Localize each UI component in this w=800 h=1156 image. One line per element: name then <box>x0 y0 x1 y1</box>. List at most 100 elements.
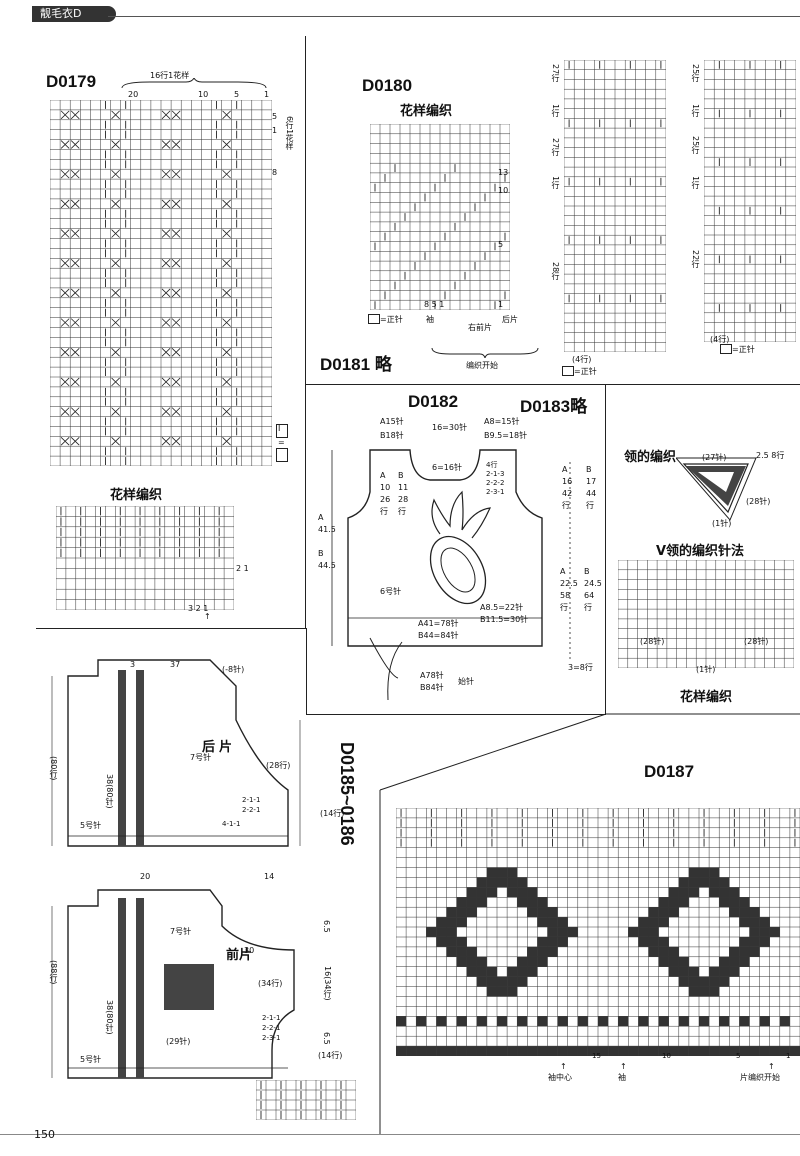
collar-bottom: (1针) <box>712 519 732 528</box>
right-num: 1 <box>498 300 504 309</box>
dec: 2-2-1 <box>262 1024 281 1032</box>
header-rule <box>108 16 800 17</box>
dim-a-left: A 10 26行 <box>380 471 391 516</box>
chart2-bottom: (4行) <box>572 355 592 364</box>
armhole: (14行) <box>318 1051 343 1060</box>
code-d0187: D0187 <box>644 762 695 781</box>
code-d0183: D0183略 <box>520 397 588 416</box>
top-num: 10 <box>198 90 209 99</box>
legend-blank-box <box>276 448 288 462</box>
chart3-bottom: (4行) <box>710 335 730 344</box>
dim-b-left: B 11 28行 <box>398 471 409 516</box>
row-label: 27行 <box>551 64 560 83</box>
row-label: 28行 <box>551 262 560 281</box>
legend-text: =正针 <box>380 315 403 324</box>
dim-b-right: B 24.5 64行 <box>584 567 602 612</box>
d0179-subtitle: 花样编织 <box>110 488 163 503</box>
repeat-label: 16行1花样 <box>150 71 190 80</box>
divider <box>305 36 306 628</box>
rib-rows: 3=8行 <box>568 663 593 672</box>
sub-right: 2 1 <box>236 564 249 573</box>
dim-b-inner: B44=84针 <box>418 631 459 640</box>
label-sleeve-center: 袖中心 <box>548 1073 572 1082</box>
neck-dec: 4行 <box>486 461 498 469</box>
v-neck-title: V领的编织针法 <box>656 544 745 559</box>
divider <box>36 628 306 629</box>
width-front: 38(80针) <box>105 1000 114 1035</box>
legend-box <box>720 344 732 354</box>
needle5-back: 5号针 <box>80 821 102 830</box>
bottom-nums: 8 5 1 <box>424 300 445 309</box>
row-label: 1行 <box>551 104 560 118</box>
d0185-mini-chart <box>256 1080 356 1120</box>
dec: 2-2-1 <box>242 806 261 814</box>
label-back: 后片 <box>502 315 518 324</box>
divider <box>605 384 606 714</box>
divider <box>306 714 606 715</box>
code-d0182: D0182 <box>408 392 459 411</box>
neck-dec: 2-1-3 <box>486 470 505 478</box>
v-right-count: (28针) <box>744 637 769 646</box>
dec: 2-1-1 <box>262 1014 281 1022</box>
v-bottom-count: (1针) <box>696 665 716 674</box>
side-num: 8 <box>272 168 278 177</box>
dec: 2-1-1 <box>242 796 261 804</box>
legend-cross-box <box>276 424 288 438</box>
dim-a-top: A15针 <box>380 417 404 426</box>
armhole: (28行) <box>266 761 291 770</box>
side-label: 6行1花样 <box>285 116 294 151</box>
needle7-front: 7号针 <box>170 927 192 936</box>
neck-rows: 6=16针 <box>432 463 462 472</box>
chart3-legend: =正针 <box>732 345 755 354</box>
legend-cross: Ⅰ <box>278 424 281 433</box>
dim-a-inner: A41=78针 <box>418 619 459 628</box>
collar-title: 领的编织 <box>624 450 677 465</box>
right-num: 13 <box>498 168 509 177</box>
bottom-num: 1 <box>786 1052 791 1060</box>
divider <box>306 628 307 714</box>
arrow-icon: ↑ <box>768 1062 775 1071</box>
dim-a-side: A 41.5 <box>318 513 336 534</box>
needle5-front: 5号针 <box>80 1055 102 1064</box>
label-start: 片编织开始 <box>740 1073 780 1082</box>
bottom-num: 10 <box>662 1052 671 1060</box>
top-dim: (-8针) <box>222 665 245 674</box>
code-d0181: D0181 略 <box>320 355 392 374</box>
v-neck-chart <box>618 560 794 668</box>
dim-mid-top: 16=30针 <box>432 423 468 432</box>
d0180-chart-2 <box>564 60 666 352</box>
d0180-chart-3 <box>704 60 796 342</box>
neck-dec: 2-2-2 <box>486 479 505 487</box>
dim-a-right: A 22.5 58行 <box>560 567 578 612</box>
row-label: 1行 <box>691 176 700 190</box>
width-back: 38(80针) <box>105 774 114 809</box>
d0180-subtitle: 花样编织 <box>400 104 453 119</box>
sub-bottom: 3 2 1 <box>188 604 209 613</box>
row-label: 25行 <box>691 64 700 83</box>
arrow-icon: ↑ <box>560 1062 567 1071</box>
dec: 2-3-1 <box>262 1034 281 1042</box>
shoulder: 16(34行) <box>323 966 332 1001</box>
label-sleeve: 袖 <box>618 1073 626 1082</box>
label-sleeve: 袖 <box>426 315 434 324</box>
neck-front: (29针) <box>166 1037 191 1046</box>
arrow-icon: ↑ <box>204 612 211 621</box>
neck-dec: 2-3-1 <box>486 488 505 496</box>
code-d0180: D0180 <box>362 76 413 95</box>
right-num: 10 <box>498 186 509 195</box>
start-brace <box>431 347 539 358</box>
dec: 4-1-1 <box>222 820 241 828</box>
needle: 6号针 <box>380 587 402 596</box>
dim-a-top2: A8=15针 <box>484 417 520 426</box>
collar-side: 2.5 8行 <box>756 451 785 460</box>
label-right-front: 右前片 <box>468 323 492 332</box>
side-num: 1 <box>272 126 278 135</box>
row-label: 25行 <box>691 136 700 155</box>
right-num: 5 <box>498 240 504 249</box>
collar-top: (27针) <box>702 453 727 462</box>
collar-diagram <box>676 457 757 521</box>
d0182-schematic <box>331 449 571 701</box>
neck-side: 30 <box>244 946 255 955</box>
dim-b-cast: B84针 <box>420 683 444 692</box>
dim: 14 <box>264 872 275 881</box>
